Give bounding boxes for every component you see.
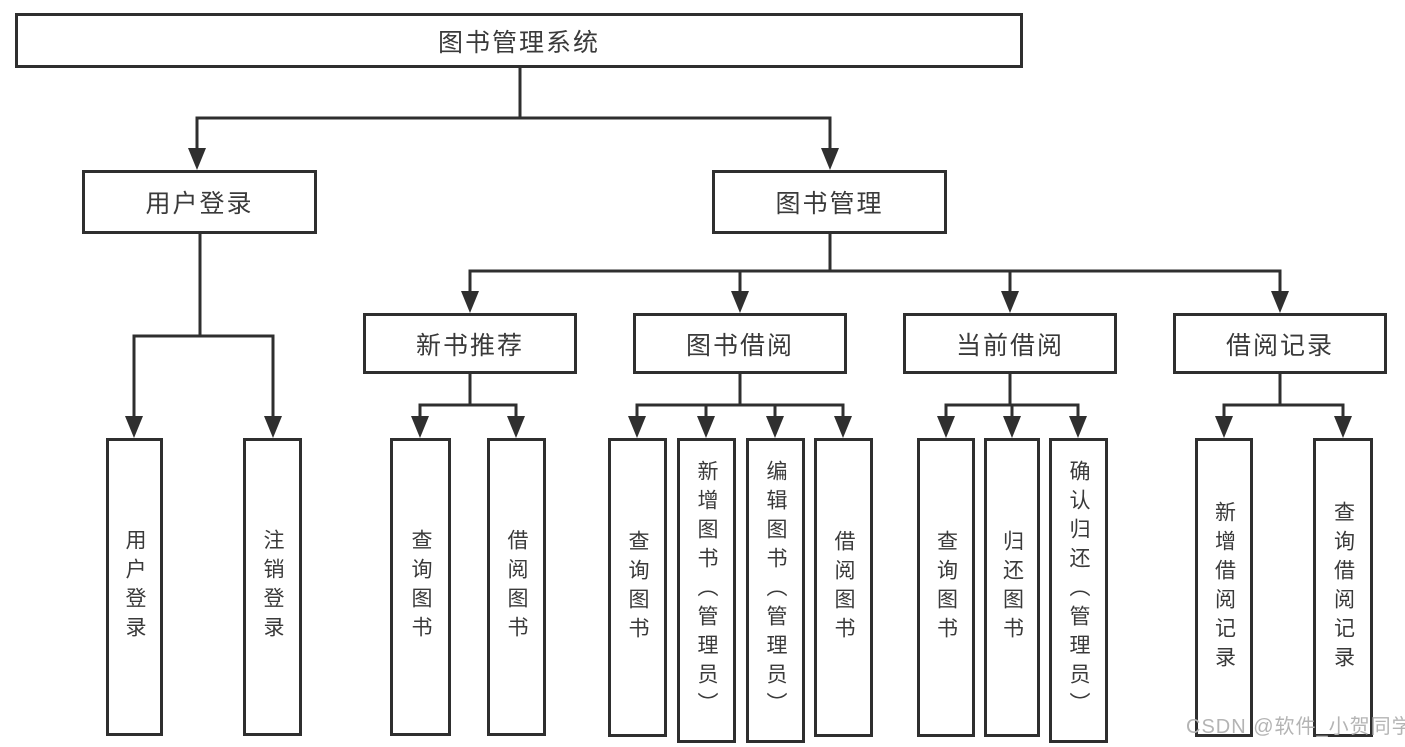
leaf-user-login-label: 用户登录 — [123, 529, 146, 645]
leaf-query-books-borrow-label: 查询图书 — [626, 529, 649, 646]
leaf-logout: 注销登录 — [243, 438, 302, 736]
leaf-confirm-return-admin-label: 确认归还（管理员） — [1067, 460, 1090, 721]
node-book-management-group-label: 图书管理 — [775, 190, 884, 218]
leaf-add-books-admin-label: 新增图书（管理员） — [695, 460, 718, 721]
leaf-edit-books-admin: 编辑图书（管理员） — [746, 438, 805, 743]
leaf-return-books-label: 归还图书 — [1000, 529, 1024, 646]
node-user-login-group: 用户登录 — [82, 170, 317, 234]
node-book-management-group: 图书管理 — [712, 170, 947, 234]
node-book-borrow-label: 图书借阅 — [685, 331, 794, 360]
leaf-query-borrow-record-label: 查询借阅记录 — [1331, 500, 1355, 675]
watermark-text: CSDN @软件_小贺同学 — [1186, 716, 1405, 738]
leaf-query-books-recommend: 查询图书 — [390, 438, 451, 736]
node-current-borrow-label: 当前借阅 — [955, 331, 1064, 360]
leaf-borrow-books-recommend-label: 借阅图书 — [505, 529, 528, 645]
node-current-borrow: 当前借阅 — [903, 313, 1117, 374]
leaf-query-books-current: 查询图书 — [917, 438, 975, 737]
node-new-book-recommend-label: 新书推荐 — [415, 331, 524, 360]
node-book-borrow: 图书借阅 — [633, 313, 847, 374]
leaf-borrow-books-recommend: 借阅图书 — [487, 438, 546, 736]
node-new-book-recommend: 新书推荐 — [363, 313, 577, 374]
node-root-label: 图书管理系统 — [437, 28, 600, 57]
leaf-query-borrow-record: 查询借阅记录 — [1313, 438, 1373, 737]
node-borrow-records: 借阅记录 — [1173, 313, 1387, 374]
leaf-query-books-current-label: 查询图书 — [934, 529, 958, 646]
leaf-borrow-books: 借阅图书 — [814, 438, 873, 737]
node-borrow-records-label: 借阅记录 — [1225, 331, 1334, 360]
node-user-login-group-label: 用户登录 — [145, 190, 254, 218]
leaf-add-books-admin: 新增图书（管理员） — [677, 438, 736, 743]
leaf-add-borrow-record: 新增借阅记录 — [1195, 438, 1253, 737]
leaf-edit-books-admin-label: 编辑图书（管理员） — [764, 460, 787, 721]
leaf-logout-label: 注销登录 — [261, 529, 284, 645]
leaf-query-books-recommend-label: 查询图书 — [409, 529, 432, 645]
leaf-query-books-borrow: 查询图书 — [608, 438, 667, 737]
leaf-return-books: 归还图书 — [984, 438, 1040, 737]
leaf-add-borrow-record-label: 新增借阅记录 — [1212, 500, 1236, 675]
node-root: 图书管理系统 — [15, 13, 1023, 68]
leaf-borrow-books-label: 借阅图书 — [832, 529, 855, 646]
leaf-confirm-return-admin: 确认归还（管理员） — [1049, 438, 1108, 743]
leaf-user-login: 用户登录 — [106, 438, 163, 736]
